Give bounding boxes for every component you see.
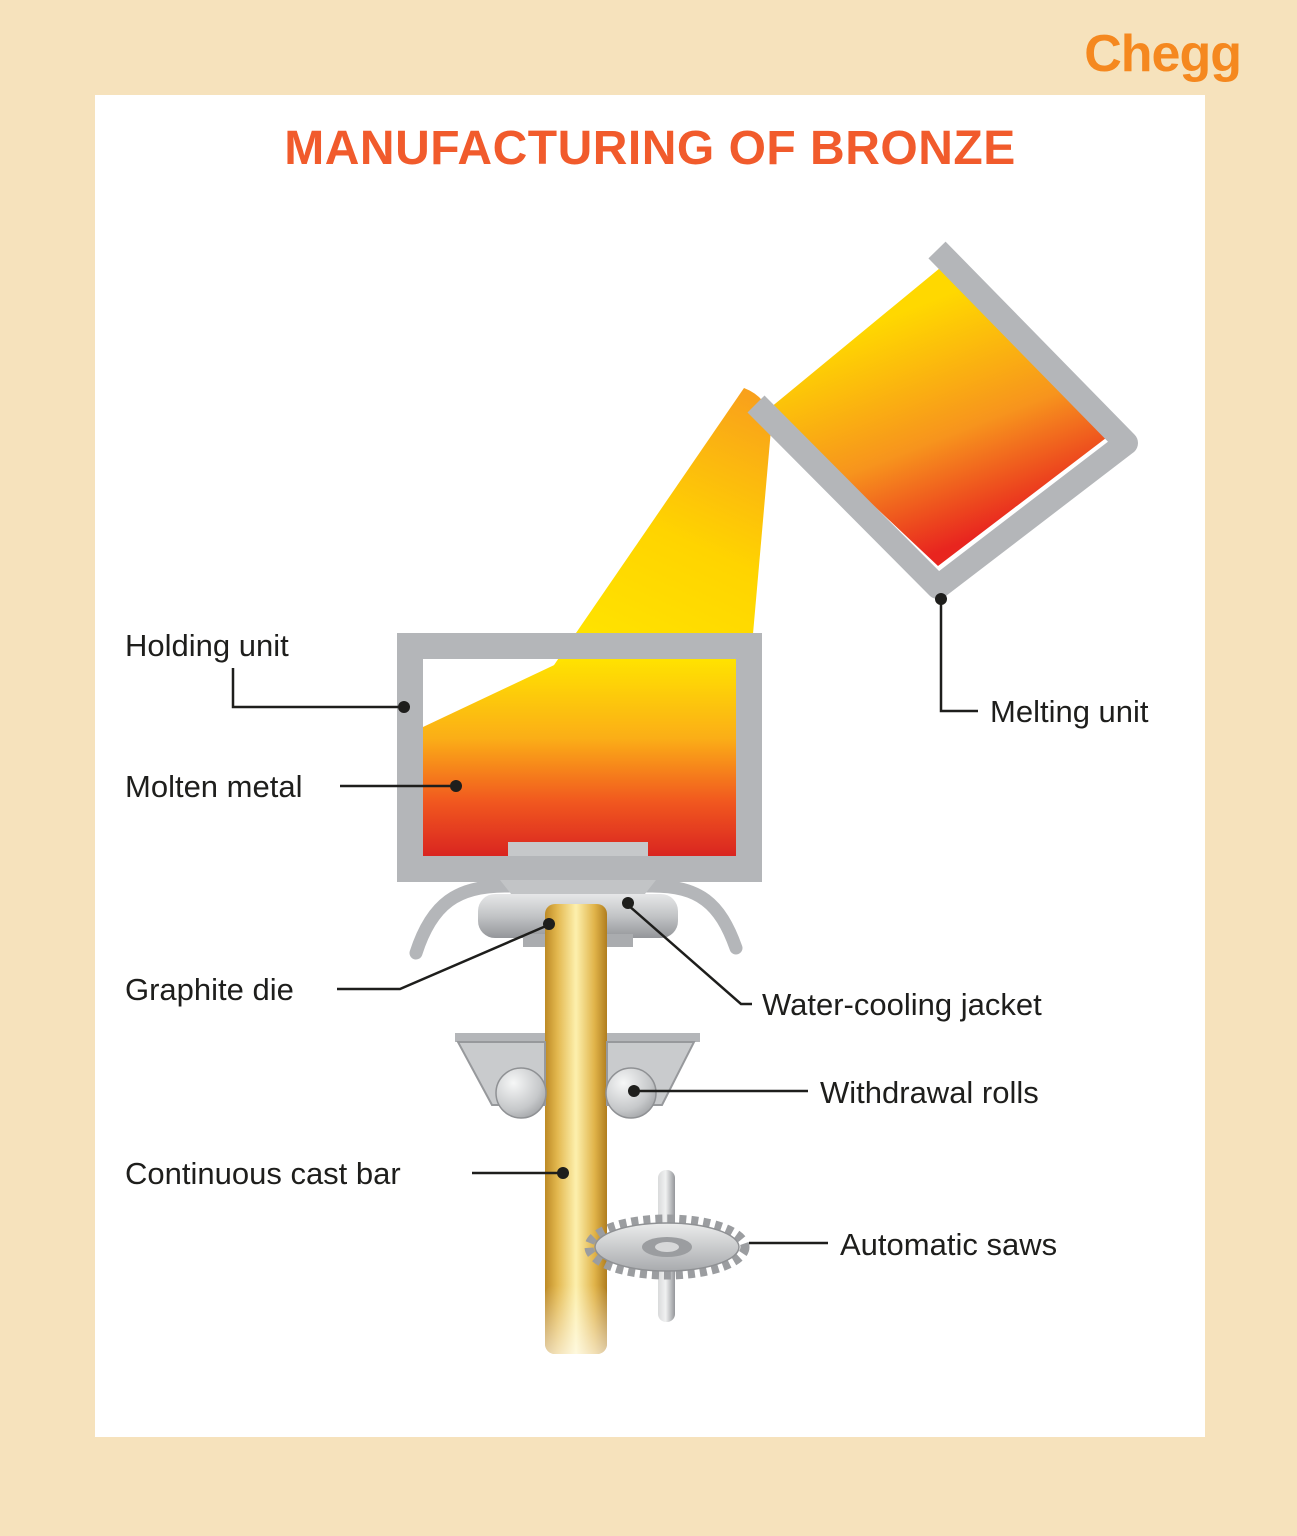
withdrawal-roll-left xyxy=(495,1067,547,1119)
label-continuous-cast-bar: Continuous cast bar xyxy=(125,1156,401,1191)
label-automatic-saws: Automatic saws xyxy=(840,1227,1057,1262)
melting-unit-molten-metal xyxy=(770,268,1106,566)
label-withdrawal-rolls: Withdrawal rolls xyxy=(820,1075,1039,1110)
dot-graphite-die xyxy=(543,918,555,930)
holding-unit-frame-right xyxy=(736,633,762,882)
holding-unit-frame-top xyxy=(397,633,762,659)
connector-water-cooling-jacket xyxy=(627,904,752,1006)
connector-lines xyxy=(231,602,978,1245)
label-molten-metal: Molten metal xyxy=(125,769,302,804)
connector-holding-unit xyxy=(231,668,398,709)
molten-metal-stream xyxy=(552,388,772,668)
saw-blade-teeth xyxy=(584,1214,750,1280)
label-graphite-die: Graphite die xyxy=(125,972,294,1007)
chegg-logo: Chegg xyxy=(1084,25,1242,83)
dot-withdrawal-rolls xyxy=(628,1085,640,1097)
dot-melting-unit xyxy=(935,593,947,605)
melting-unit-crucible xyxy=(747,241,1138,599)
dot-water-cooling-jacket xyxy=(622,897,634,909)
saw-hub-hole xyxy=(655,1242,679,1252)
dot-holding-unit xyxy=(398,701,410,713)
diagram-labels: Holding unit Molten metal Graphite die C… xyxy=(125,628,1149,1262)
label-melting-unit: Melting unit xyxy=(990,694,1149,729)
label-holding-unit: Holding unit xyxy=(125,628,289,663)
holding-unit-frame-bottom xyxy=(397,856,762,882)
holding-unit-molten-metal xyxy=(423,659,737,857)
holding-unit-frame xyxy=(397,633,762,882)
holding-unit-frame-left xyxy=(397,633,423,882)
connector-graphite-die xyxy=(337,924,547,991)
dot-molten-metal xyxy=(450,780,462,792)
connector-melting-unit xyxy=(939,602,978,713)
graphite-die-top-in-melt xyxy=(508,842,648,857)
cast-bar-bottom-fade xyxy=(545,1285,607,1354)
connector-dots xyxy=(398,593,947,1179)
label-water-cooling-jacket: Water-cooling jacket xyxy=(762,987,1042,1022)
dot-continuous-cast-bar xyxy=(557,1167,569,1179)
page-title: MANUFACTURING OF BRONZE xyxy=(284,122,1016,175)
